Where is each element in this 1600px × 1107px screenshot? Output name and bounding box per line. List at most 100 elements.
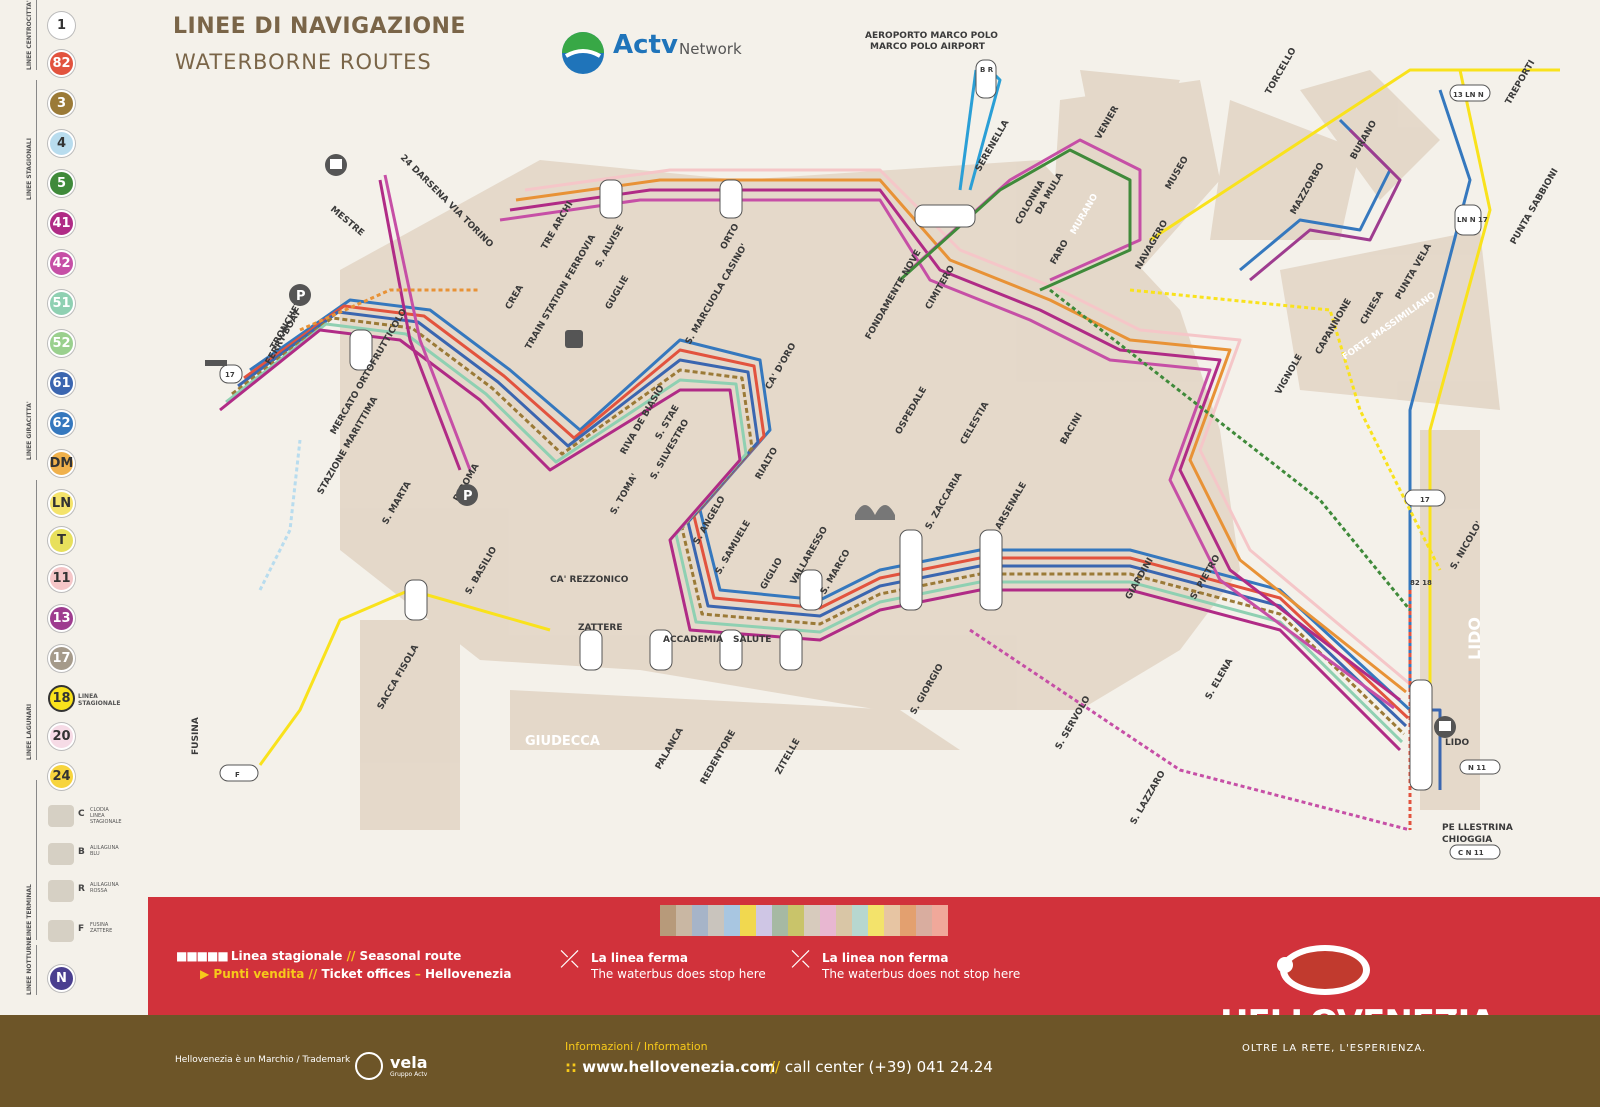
terminal-treporti: 13 LN N — [1453, 91, 1484, 99]
swatch-6 — [756, 905, 772, 936]
swatch-14 — [884, 905, 900, 936]
legend-seasonal-18: LINEA STAGIONALE — [78, 693, 121, 707]
legend-line-51: 51 — [48, 290, 75, 317]
legend-line-18: 18 — [48, 685, 75, 712]
actv-logo-icon — [562, 32, 604, 74]
legend-line-1: 1 — [48, 12, 75, 39]
terminal-desc-f: FUSINA ZATTERE — [90, 922, 113, 934]
map-label-lido: LIDO — [1445, 738, 1470, 748]
legend-line-13: 13 — [48, 605, 75, 632]
bus-icon — [325, 154, 347, 176]
legend-group-rule-5 — [36, 945, 37, 995]
legend-group-3: LINEE LAGUNARI — [26, 703, 33, 760]
trademark-en: Trademark — [302, 1055, 351, 1065]
stops-en: The waterbus does stop here — [591, 967, 766, 981]
legend-line-dm: DM — [48, 450, 75, 477]
map-label-pellestrina: PE LLESTRINA — [1442, 823, 1513, 833]
map-label-s-elena: S. ELENA — [1204, 657, 1235, 701]
nostop-it: La linea non ferma — [822, 951, 949, 965]
seasonal-it: Linea stagionale — [230, 949, 343, 963]
terminal-pellestrina: N 11 — [1468, 764, 1486, 772]
land-areas — [340, 70, 1500, 830]
title-english: WATERBORNE ROUTES — [175, 50, 432, 74]
basilica-icon — [855, 505, 895, 520]
website-text: www.hellovenezia.com — [582, 1058, 776, 1076]
legend-line-61: 61 — [48, 370, 75, 397]
no-stop-icon: ⤫ — [791, 945, 811, 973]
seasonal-en: Seasonal route — [359, 949, 462, 963]
parking-icon: P — [289, 284, 311, 306]
map-label-fusina: FUSINA — [191, 717, 201, 755]
terminal-desc-r: ALILAGUNA ROSSA — [90, 882, 119, 894]
legend-line-41: 41 — [48, 210, 75, 237]
route-lines — [219, 68, 1560, 832]
terminal-17-tronchetto: 17 — [225, 371, 235, 379]
legend-line-night: N — [48, 965, 75, 992]
map-label-accademia: ACCADEMIA — [663, 635, 723, 645]
legend-line-24: 24 — [48, 763, 75, 790]
legend-line-ln: LN — [48, 490, 75, 517]
map-label-giudecca: GIUDECCA — [525, 734, 600, 749]
terminal-logo-icon-b — [48, 843, 74, 865]
legend-line-3: 3 — [48, 90, 75, 117]
trademark-note: Hellovenezia è un Marchio / Trademark — [175, 1055, 351, 1065]
map-label-treporti: TREPORTI — [1504, 59, 1537, 107]
stops-it: La linea ferma — [591, 951, 688, 965]
info-it: Informazioni — [565, 1040, 634, 1053]
swatch-15 — [900, 905, 916, 936]
title-italian: LINEE DI NAVIGAZIONE — [173, 14, 466, 39]
color-swatches — [660, 905, 948, 936]
footer-info-band — [0, 1015, 1600, 1107]
callcenter-text: call center (+39) 041 24.24 — [784, 1058, 993, 1076]
website-link[interactable]: :: www.hellovenezia.com — [565, 1058, 776, 1076]
map-label-airport-2: MARCO POLO AIRPORT — [870, 42, 986, 52]
swatch-2 — [692, 905, 708, 936]
terminal-desc-b: ALILAGUNA BLU — [90, 845, 119, 857]
legend-group-rule-1 — [36, 80, 37, 200]
legend-group-rule-0 — [36, 0, 37, 70]
map-label-torcello: TORCELLO — [1264, 46, 1299, 97]
legend-line-5: 5 — [48, 170, 75, 197]
terminal-fusina: F — [235, 771, 240, 779]
legend-line-17: 17 — [48, 645, 75, 672]
seasonal-legend: ■■■■■ Linea stagionale // Seasonal route — [176, 949, 462, 963]
map-label-ca-rezzonico: CA' REZZONICO — [550, 575, 629, 585]
callcenter: // call center (+39) 041 24.24 — [770, 1058, 993, 1076]
swatch-11 — [836, 905, 852, 936]
vela-sub: Gruppo Actv — [390, 1071, 428, 1078]
legend-group-rule-2 — [36, 200, 37, 460]
info-en: Information — [643, 1040, 708, 1053]
swatch-13 — [868, 905, 884, 936]
bus-icon-lido — [1434, 716, 1456, 738]
map-label-s-lazzaro: S. LAZZARO — [1129, 769, 1168, 827]
map-label-mestre: MESTRE — [328, 205, 366, 239]
swatch-10 — [820, 905, 836, 936]
map-label-airport-1: AEROPORTO MARCO POLO — [865, 31, 998, 41]
terminal-desc-c: CLODIA LINEA STAGIONALE — [90, 807, 122, 825]
ticket-arrow-icon: ▶ — [200, 967, 214, 981]
legend-group-5: LINEE NOTTURNE — [26, 936, 33, 995]
train-icon — [565, 330, 583, 348]
swatch-17 — [932, 905, 948, 936]
swatch-9 — [804, 905, 820, 936]
terminal-logo-icon-r — [48, 880, 74, 902]
legend-group-rule-3 — [36, 480, 37, 760]
terminal-code-b: B — [78, 847, 85, 857]
map-label-chioggia: CHIOGGIA — [1442, 835, 1492, 845]
tickets-brand: Hellovenezia — [425, 967, 512, 981]
station-markers — [219, 59, 1501, 860]
legend-group-1: LINEE STAGIONALI — [26, 138, 33, 200]
terminal-lido-82-18: 82 18 — [1410, 579, 1432, 587]
vela-brand: vela — [390, 1053, 428, 1072]
route-map: TRONCHETTO FERRY-BOAT MERCATO ORTOFRUTTI… — [191, 31, 1561, 860]
swatch-4 — [724, 905, 740, 936]
nostop-en: The waterbus does not stop here — [822, 967, 1021, 981]
ferry-icon — [205, 360, 227, 366]
terminal-br: B R — [980, 66, 994, 74]
svg-text:P: P — [296, 289, 306, 304]
actv-brand: Actv — [613, 30, 678, 60]
swatch-12 — [852, 905, 868, 936]
hellovenezia-turtle-icon — [1277, 945, 1370, 995]
terminal-chioggia: C N 11 — [1458, 849, 1484, 857]
swatch-5 — [740, 905, 756, 936]
